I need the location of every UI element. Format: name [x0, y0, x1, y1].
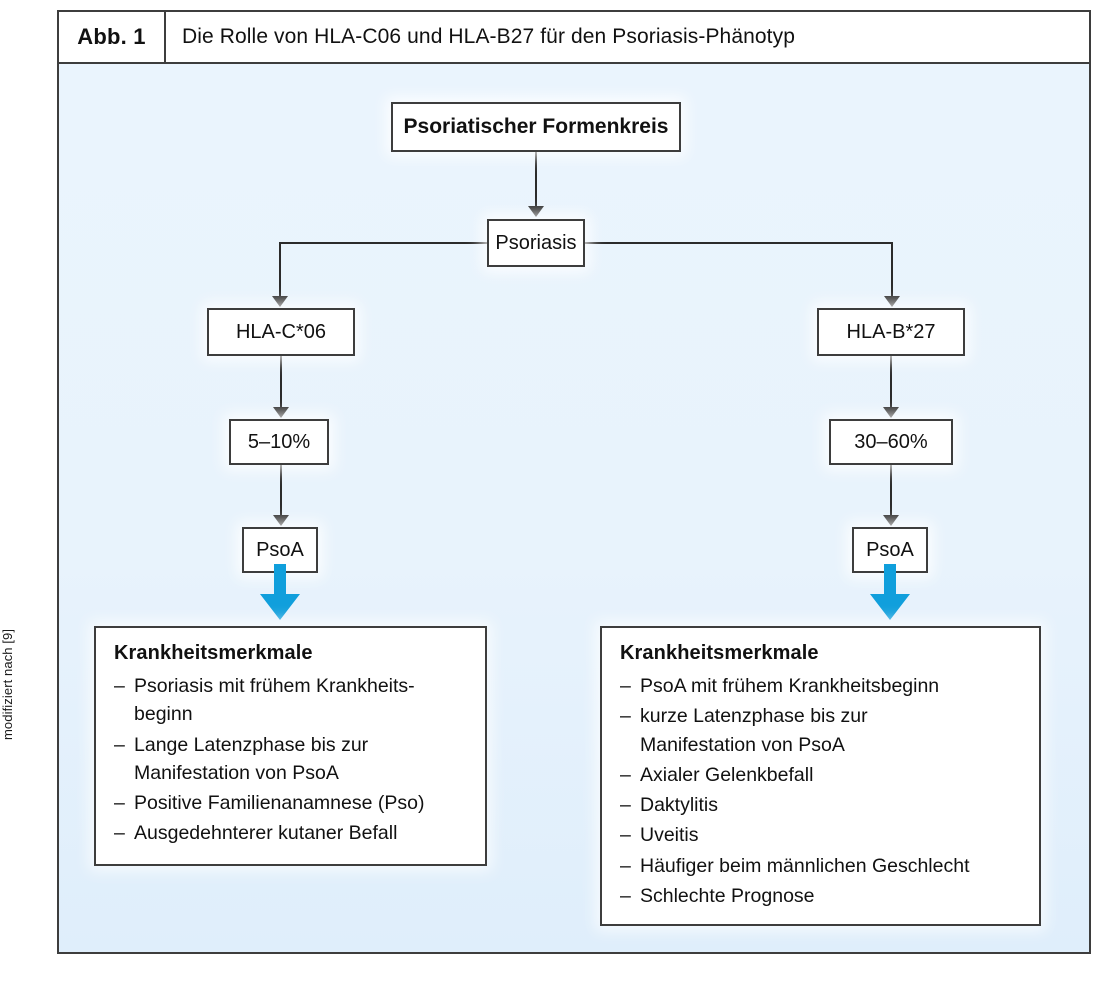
- details-list-right: PsoA mit frühem Krankheitsbeginn kurze L…: [620, 672, 1021, 910]
- blue-down-arrow-icon-left: [260, 564, 300, 620]
- arrowhead-drop-left: [272, 296, 288, 307]
- details-box-left: Krankheitsmerkmale Psoriasis mit frühem …: [94, 626, 487, 866]
- node-prevalence-right: 30–60%: [829, 419, 953, 465]
- node-psoriasis: Psoriasis: [487, 219, 585, 267]
- list-item: Daktylitis: [620, 791, 1021, 820]
- arrowhead-root-to-psoriasis: [528, 206, 544, 217]
- arrowhead-hlac06-to-prevalence: [273, 407, 289, 418]
- node-hla-c06: HLA-C*06: [207, 308, 355, 356]
- caption-divider: [164, 12, 166, 62]
- details-heading-right: Krankheitsmerkmale: [620, 642, 819, 664]
- edge-root-to-psoriasis: [535, 152, 537, 211]
- node-prevalence-left: 5–10%: [229, 419, 329, 465]
- diagram-canvas: Psoriatischer Formenkreis Psoriasis HLA-…: [59, 64, 1089, 952]
- details-box-right: Krankheitsmerkmale PsoA mit frühem Krank…: [600, 626, 1041, 926]
- figure-number: Abb. 1: [77, 24, 146, 49]
- list-item: Häufiger beim männlichen Geschlecht: [620, 852, 1021, 881]
- edge-prevalence-to-psoa-right: [890, 465, 892, 519]
- source-note: modifiziert nach [9]: [0, 628, 15, 740]
- edge-drop-left: [279, 242, 281, 300]
- list-item: Uveitis: [620, 821, 1021, 850]
- blue-down-arrow-icon-right: [870, 564, 910, 620]
- edge-prevalence-to-psoa-left: [280, 465, 282, 519]
- details-heading-left: Krankheitsmerkmale: [114, 642, 313, 664]
- node-psoriatischer-formenkreis: Psoriatischer Formenkreis: [391, 102, 681, 152]
- edge-hlab27-to-prevalence: [890, 356, 892, 411]
- list-item: Positive Familienanamnese (Pso): [114, 789, 467, 818]
- list-item: Psoriasis mit frühem Krankheits-beginn: [114, 672, 467, 729]
- details-list-left: Psoriasis mit frühem Krankheits-beginn L…: [114, 672, 467, 848]
- arrowhead-hlab27-to-prevalence: [883, 407, 899, 418]
- list-item: Axialer Gelenkbefall: [620, 761, 1021, 790]
- figure-frame: Abb. 1 Die Rolle von HLA-C06 und HLA-B27…: [57, 10, 1091, 954]
- edge-drop-right: [891, 242, 893, 300]
- figure-title: Die Rolle von HLA-C06 und HLA-B27 für de…: [182, 25, 795, 48]
- edge-psoriasis-right-branch: [583, 242, 893, 244]
- list-item: Schlechte Prognose: [620, 882, 1021, 911]
- edge-hlac06-to-prevalence: [280, 356, 282, 411]
- edge-psoriasis-left-branch: [279, 242, 489, 244]
- list-item: Ausgedehnterer kutaner Befall: [114, 819, 467, 848]
- arrowhead-prevalence-to-psoa-left: [273, 515, 289, 526]
- figure-caption-bar: Abb. 1 Die Rolle von HLA-C06 und HLA-B27…: [59, 12, 1089, 64]
- list-item: PsoA mit frühem Krankheitsbeginn: [620, 672, 1021, 701]
- arrowhead-prevalence-to-psoa-right: [883, 515, 899, 526]
- node-hla-b27: HLA-B*27: [817, 308, 965, 356]
- arrowhead-drop-right: [884, 296, 900, 307]
